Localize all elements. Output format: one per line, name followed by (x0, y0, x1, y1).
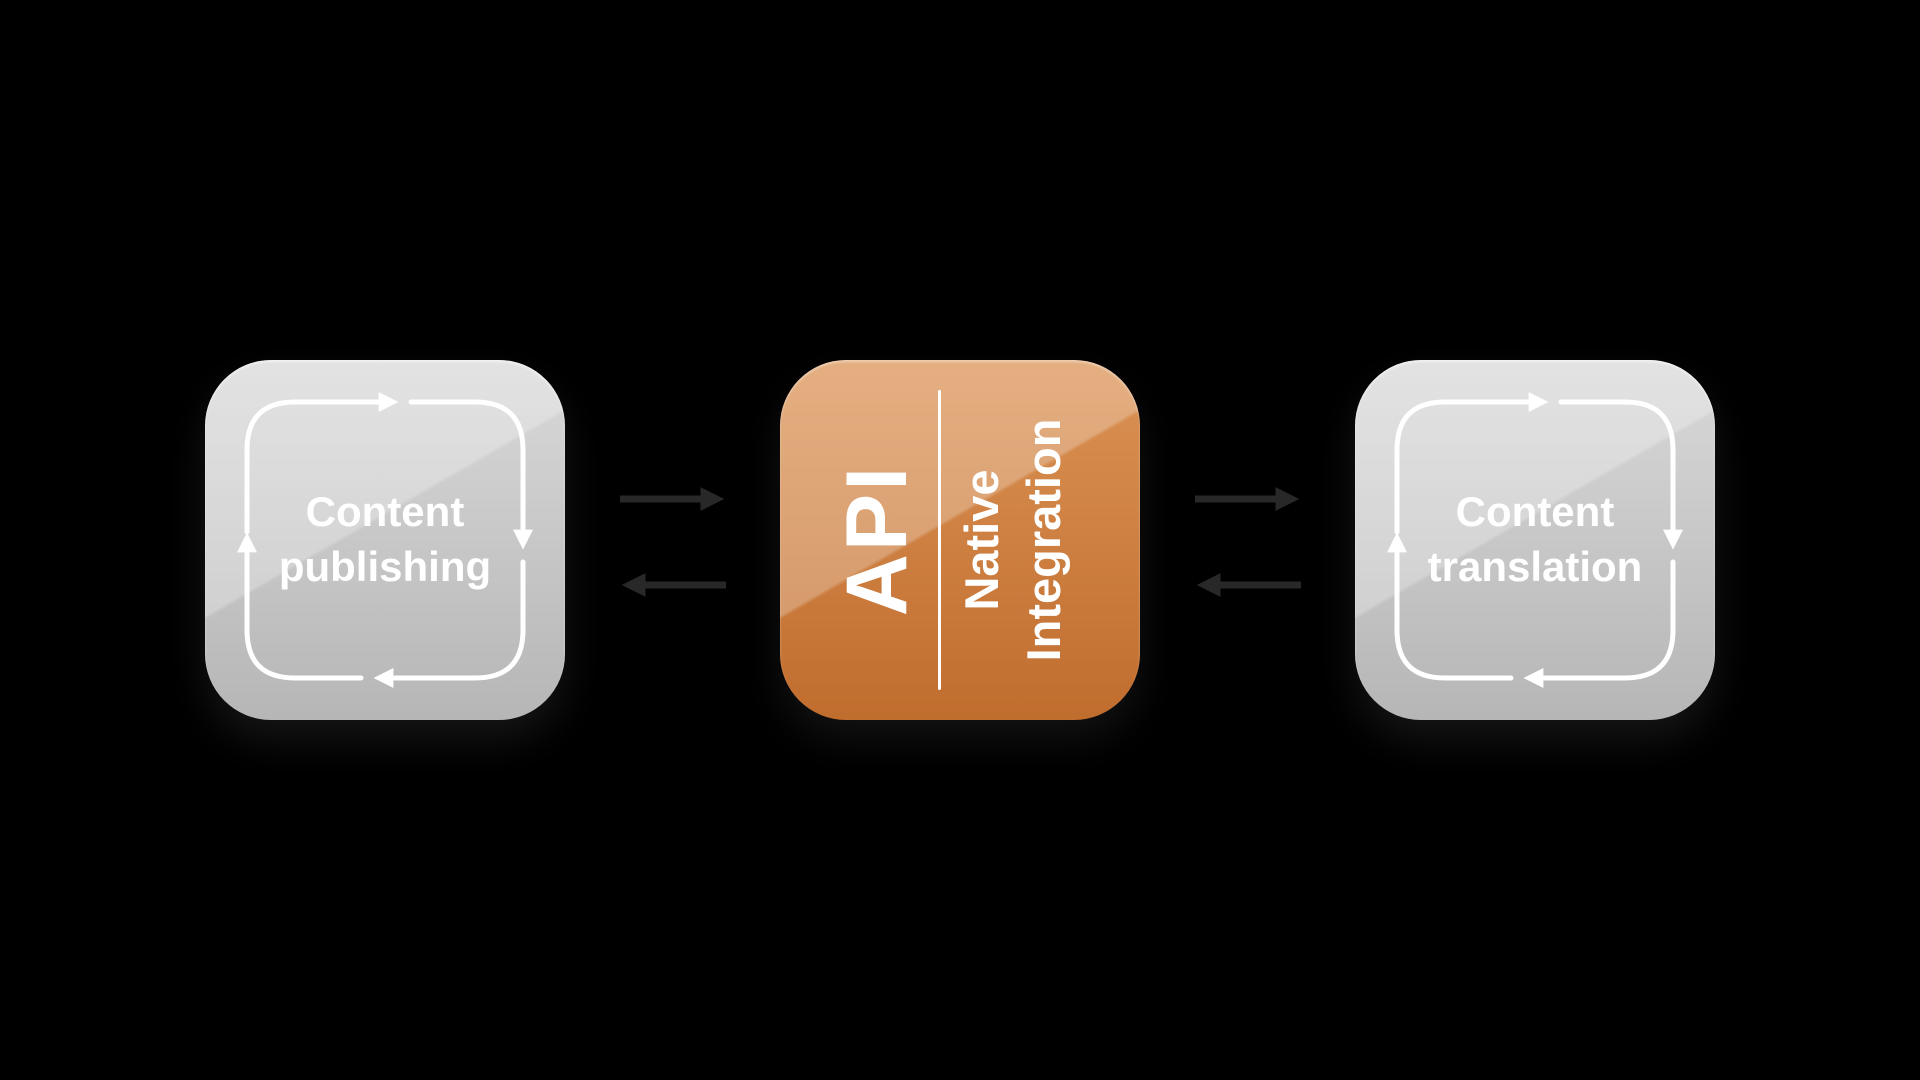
content-publishing-box: Content publishing (205, 360, 565, 720)
bidirectional-arrows-icon (619, 487, 726, 597)
label-line: Native (955, 469, 1009, 611)
content-translation-box: Content translation (1355, 360, 1715, 720)
exchange-arrows-left (565, 440, 780, 640)
label-line: translation (1427, 543, 1643, 590)
label-line: Content (305, 488, 465, 536)
cycle-segment-bottom (373, 559, 526, 688)
api-box: API Native Integration (780, 360, 1140, 720)
cycle-segment-right (408, 399, 533, 550)
cycle-arrows-icon (237, 392, 533, 688)
divider-line (938, 390, 942, 690)
cycle-segment-left (1387, 532, 1514, 681)
cycle-segment-top (1394, 392, 1549, 535)
bidirectional-arrows-icon (1194, 487, 1301, 597)
cycle-arrows-icon (1387, 392, 1683, 688)
native-integration-label: Native Integration (951, 419, 1073, 662)
cycle-segment-right (1558, 399, 1683, 550)
cycle-segment-top (244, 392, 399, 535)
label-line: publishing (278, 543, 492, 590)
api-box-content: API Native Integration (780, 360, 1140, 720)
content-translation-label: Content translation (1355, 360, 1715, 720)
exchange-arrows-right (1140, 440, 1355, 640)
api-title: API (829, 463, 926, 617)
label-line: Integration (1016, 418, 1070, 662)
cycle-segment-left (237, 532, 364, 681)
content-publishing-label: Content publishing (205, 360, 565, 720)
label-line: Content (1455, 488, 1615, 536)
cycle-segment-bottom (1523, 559, 1676, 688)
